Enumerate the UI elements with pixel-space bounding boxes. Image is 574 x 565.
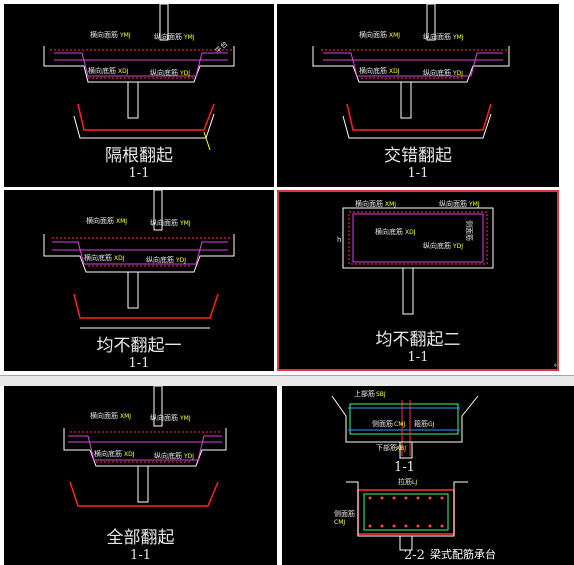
svg-text:CMJ: CMJ (334, 519, 345, 526)
cad-drawing: 横向面筋 XMJ 纵向面筋 YMJ 横向底筋 XDJ 纵向底筋 YDJ (43, 190, 235, 329)
svg-text:XDJ: XDJ (114, 255, 125, 262)
svg-text:横向面筋: 横向面筋 (355, 199, 383, 208)
cad-drawing: 横向面筋 XMJ 纵向面筋 YMJ 横向底筋 XDJ 纵向底筋 YDJ (63, 386, 227, 507)
svg-text:侧面筋: 侧面筋 (334, 509, 355, 518)
svg-text:XMJ: XMJ (389, 32, 400, 39)
svg-text:XDJ: XDJ (405, 229, 416, 236)
svg-text:纵向底筋: 纵向底筋 (423, 241, 451, 250)
caption-block: 隔根翻起 1-1 (4, 146, 274, 181)
caption-block: 均不翻起一 1-1 (4, 336, 274, 371)
svg-text:纵向面筋: 纵向面筋 (150, 218, 178, 227)
svg-text:YMJ: YMJ (179, 220, 191, 227)
svg-text:XBJ: XBJ (396, 445, 406, 452)
panel-no-bend-1[interactable]: 横向面筋 XMJ 纵向面筋 YMJ 横向底筋 XDJ 纵向底筋 YDJ 均不翻起… (4, 190, 274, 371)
svg-text:XMJ: XMJ (120, 413, 131, 420)
svg-text:YDJ: YDJ (175, 257, 186, 264)
svg-text:侧面筋: 侧面筋 (465, 220, 474, 241)
svg-text:YMJ: YMJ (119, 32, 131, 39)
svg-text:横向底筋: 横向底筋 (94, 449, 122, 458)
svg-text:横向面筋: 横向面筋 (86, 216, 114, 225)
svg-text:纵向面筋: 纵向面筋 (150, 413, 178, 422)
svg-text:YDJ: YDJ (179, 70, 190, 77)
section-label: 1-1 (128, 166, 150, 181)
return-mark: ↵ (553, 361, 559, 371)
panel-title: 全部翻起 (106, 528, 175, 548)
toolbar-strip (0, 375, 574, 386)
svg-text:YDJ: YDJ (452, 243, 463, 250)
section-label: 1-1 (407, 166, 429, 181)
svg-text:纵向底筋: 纵向底筋 (423, 68, 451, 77)
panel-title: 均不翻起二 (375, 330, 461, 350)
svg-text:上部筋: 上部筋 (354, 389, 375, 398)
panel-beam-cap[interactable]: 上部筋 SBJ 侧面筋 CMJ 箍筋 GJ 下部筋 XBJ 拉筋 LJ 侧面筋 … (282, 386, 574, 565)
svg-text:GJ: GJ (428, 421, 435, 428)
caption-block: 均不翻起二 1-1 (277, 330, 559, 365)
svg-text:纵向底筋: 纵向底筋 (150, 68, 178, 77)
svg-text:纵向面筋: 纵向面筋 (154, 32, 182, 41)
svg-text:纵向底筋: 纵向底筋 (146, 255, 174, 264)
svg-text:横向底筋: 横向底筋 (359, 66, 387, 75)
svg-text:XMJ: XMJ (116, 218, 127, 225)
svg-text:YMJ: YMJ (452, 34, 464, 41)
svg-text:横向面筋: 横向面筋 (90, 411, 118, 420)
section-label: 1-1 (130, 548, 151, 563)
svg-text:纵向底筋: 纵向底筋 (154, 451, 182, 460)
svg-text:YDJ: YDJ (452, 70, 463, 77)
label-top-bar: 横向面筋 (90, 30, 118, 39)
svg-text:纵向面筋: 纵向面筋 (423, 32, 451, 41)
svg-text:YMJ: YMJ (179, 415, 191, 422)
svg-text:SBJ: SBJ (376, 391, 386, 398)
cad-drawing: 横向面筋 XMJ 纵向面筋 YMJ 横向底筋 XDJ 纵向底筋 YDJ 侧面筋 … (337, 199, 494, 315)
section-label: 1-1 (407, 350, 429, 365)
cad-drawing: 横向面筋 XMJ 纵向面筋 YMJ 横向底筋 XDJ 纵向底筋 YDJ (312, 4, 510, 139)
caption-block: 交错翻起 1-1 (277, 146, 559, 181)
svg-text:h: h (337, 236, 341, 244)
svg-text:XDJ: XDJ (389, 68, 400, 75)
svg-text:YMJ: YMJ (468, 201, 480, 208)
svg-text:箍筋: 箍筋 (414, 419, 428, 428)
panel-skip-bend[interactable]: 横向面筋 YMJ 纵向面筋 YMJ 横向底筋 XDJ 纵向底筋 YDJ 平台 隔… (4, 4, 274, 187)
svg-text:横向底筋: 横向底筋 (88, 66, 116, 75)
cad-drawing: 上部筋 SBJ 侧面筋 CMJ 箍筋 GJ 下部筋 XBJ 拉筋 LJ 侧面筋 … (331, 389, 479, 551)
svg-text:CMJ: CMJ (394, 421, 405, 428)
panel-title: 梁式配筋承台 (430, 548, 496, 561)
svg-text:LJ: LJ (412, 479, 417, 486)
cad-drawing: 横向面筋 YMJ 纵向面筋 YMJ 横向底筋 XDJ 纵向底筋 YDJ 平台 (43, 4, 235, 151)
section-label-2: 2-2 (404, 548, 425, 563)
panel-all-bend[interactable]: 横向面筋 XMJ 纵向面筋 YMJ 横向底筋 XDJ 纵向底筋 YDJ 全部翻起… (4, 386, 277, 565)
panel-title: 交错翻起 (384, 146, 452, 166)
svg-text:XDJ: XDJ (118, 68, 129, 75)
panel-no-bend-2[interactable]: 横向面筋 XMJ 纵向面筋 YMJ 横向底筋 XDJ 纵向底筋 YDJ 侧面筋 … (277, 190, 559, 371)
panel-staggered-bend[interactable]: 横向面筋 XMJ 纵向面筋 YMJ 横向底筋 XDJ 纵向底筋 YDJ 交错翻起… (277, 4, 559, 187)
svg-text:YMJ: YMJ (183, 34, 195, 41)
panel-title: 隔根翻起 (105, 146, 173, 166)
svg-text:XDJ: XDJ (124, 451, 135, 458)
svg-text:纵向面筋: 纵向面筋 (439, 199, 467, 208)
caption-block: 全部翻起 1-1 (4, 528, 277, 563)
svg-text:横向底筋: 横向底筋 (84, 253, 112, 262)
svg-text:横向面筋: 横向面筋 (359, 30, 387, 39)
svg-text:拉筋: 拉筋 (398, 477, 412, 486)
panel-title: 均不翻起一 (96, 336, 182, 356)
svg-text:YDJ: YDJ (183, 453, 194, 460)
section-label: 1-1 (394, 460, 415, 475)
svg-text:横向底筋: 横向底筋 (375, 227, 403, 236)
section-label: 1-1 (128, 356, 150, 371)
svg-text:下部筋: 下部筋 (376, 443, 397, 452)
svg-text:侧面筋: 侧面筋 (372, 419, 393, 428)
svg-text:XMJ: XMJ (385, 201, 396, 208)
